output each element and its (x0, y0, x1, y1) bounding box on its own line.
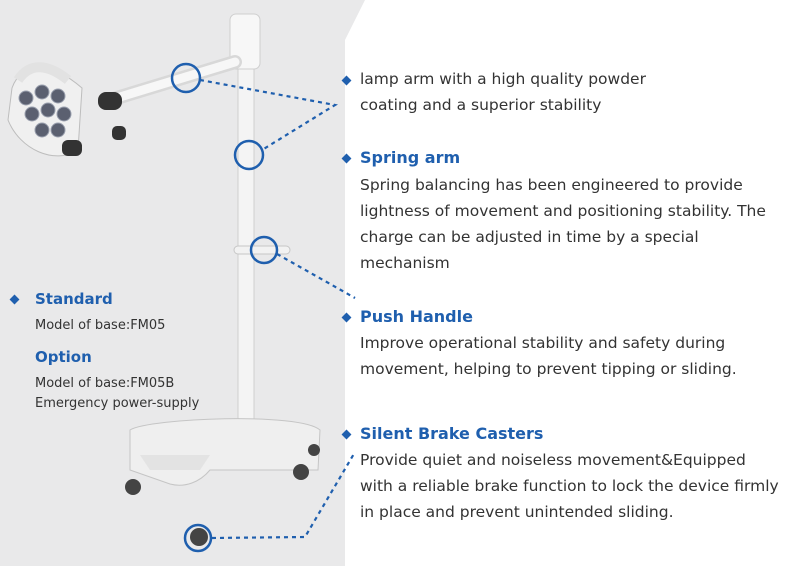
option-power-supply: Emergency power-supply (35, 396, 200, 411)
option-model: Model of base:FM05B (35, 376, 175, 391)
leader-lines (199, 78, 356, 540)
callout-circle-spring (233, 139, 265, 171)
feature-spring-text: Spring balancing has been engineered to … (360, 176, 766, 272)
arm-joint (229, 13, 261, 70)
feature-spring-heading: Spring arm (360, 148, 461, 167)
feature-arm-text: lamp arm with a high quality powder coat… (360, 70, 646, 114)
stand-pole (237, 17, 255, 429)
lamp-head (7, 62, 126, 157)
feature-handle-heading: Push Handle (360, 307, 473, 326)
stand-base (125, 418, 321, 546)
feature-casters-heading: Silent Brake Casters (360, 424, 544, 443)
callout-circle-handle (249, 235, 279, 265)
standard-heading: Standard (35, 290, 113, 308)
standard-model: Model of base:FM05 (35, 318, 166, 333)
callout-circle-arm (170, 62, 202, 94)
feature-handle-text: Improve operational stability and safety… (360, 334, 737, 378)
option-heading: Option (35, 348, 92, 366)
arm-knob (98, 92, 122, 110)
feature-casters-text: Provide quiet and noiseless movement&Equ… (360, 451, 779, 521)
callout-circle-casters (183, 523, 213, 553)
push-handle-bar (233, 245, 291, 255)
